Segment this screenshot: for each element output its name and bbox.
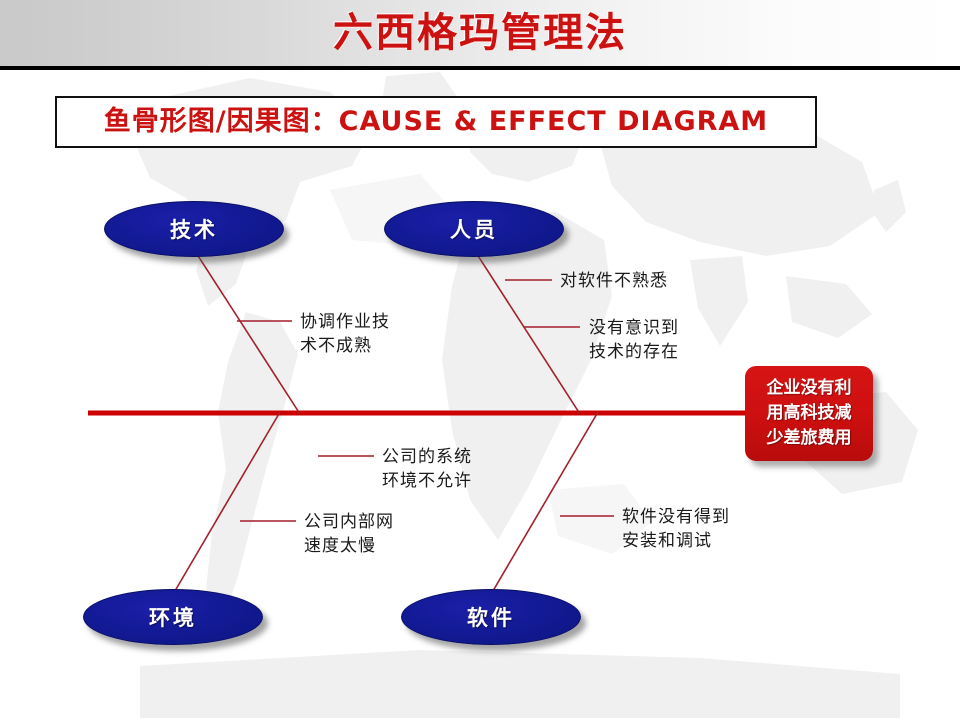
subtitle-text: 鱼骨形图/因果图：CAUSE & EFFECT DIAGRAM: [103, 106, 769, 137]
cause-unaware-technology-line-1: 没有意识到: [589, 318, 679, 338]
effect-line-1: 企业没有利: [766, 378, 852, 398]
cause-unaware-technology: 没有意识到 技术的存在: [589, 316, 679, 364]
cause-not-installed-line-2: 安装和调试: [622, 531, 712, 551]
category-label-technology: 技术: [170, 218, 218, 242]
cause-system-environment: 公司的系统 环境不允许: [382, 445, 472, 493]
cause-coordination-line-1: 协调作业技: [300, 312, 390, 332]
cause-system-environment-line-2: 环境不允许: [382, 471, 472, 491]
category-label-environment: 环境: [149, 606, 197, 630]
effect-line-3: 少差旅费用: [766, 428, 852, 448]
bone-technology: [192, 247, 301, 415]
cause-not-installed-line-1: 软件没有得到: [622, 507, 730, 527]
category-label-software: 软件: [467, 606, 515, 630]
effect-line-2: 用高科技减: [766, 403, 852, 423]
cause-coordination: 协调作业技 术不成熟: [300, 310, 390, 358]
cause-intranet-slow: 公司内部网 速度太慢: [304, 510, 394, 558]
cause-unfamiliar-software-line-1: 对软件不熟悉: [560, 271, 668, 291]
effect-box[interactable]: 企业没有利 用高科技减 少差旅费用: [745, 366, 873, 461]
cause-system-environment-line-1: 公司的系统: [382, 447, 472, 467]
category-node-environment[interactable]: 环境: [83, 589, 263, 645]
subtitle-box: 鱼骨形图/因果图：CAUSE & EFFECT DIAGRAM: [55, 96, 817, 148]
cause-unaware-technology-line-2: 技术的存在: [589, 342, 679, 362]
category-node-technology[interactable]: 技术: [104, 201, 284, 257]
category-node-software[interactable]: 软件: [401, 589, 581, 645]
cause-intranet-slow-line-1: 公司内部网: [304, 512, 394, 532]
bone-software: [489, 411, 599, 597]
category-node-people[interactable]: 人员: [384, 201, 564, 257]
cause-intranet-slow-line-2: 速度太慢: [304, 536, 376, 556]
bone-environment: [171, 411, 281, 597]
cause-not-installed: 软件没有得到 安装和调试: [622, 505, 730, 553]
category-label-people: 人员: [450, 218, 498, 242]
cause-unfamiliar-software: 对软件不熟悉: [560, 269, 668, 293]
header-banner: 六西格玛管理法: [0, 0, 960, 70]
cause-coordination-line-2: 术不成熟: [300, 336, 372, 356]
page-title: 六西格玛管理法: [333, 10, 627, 56]
